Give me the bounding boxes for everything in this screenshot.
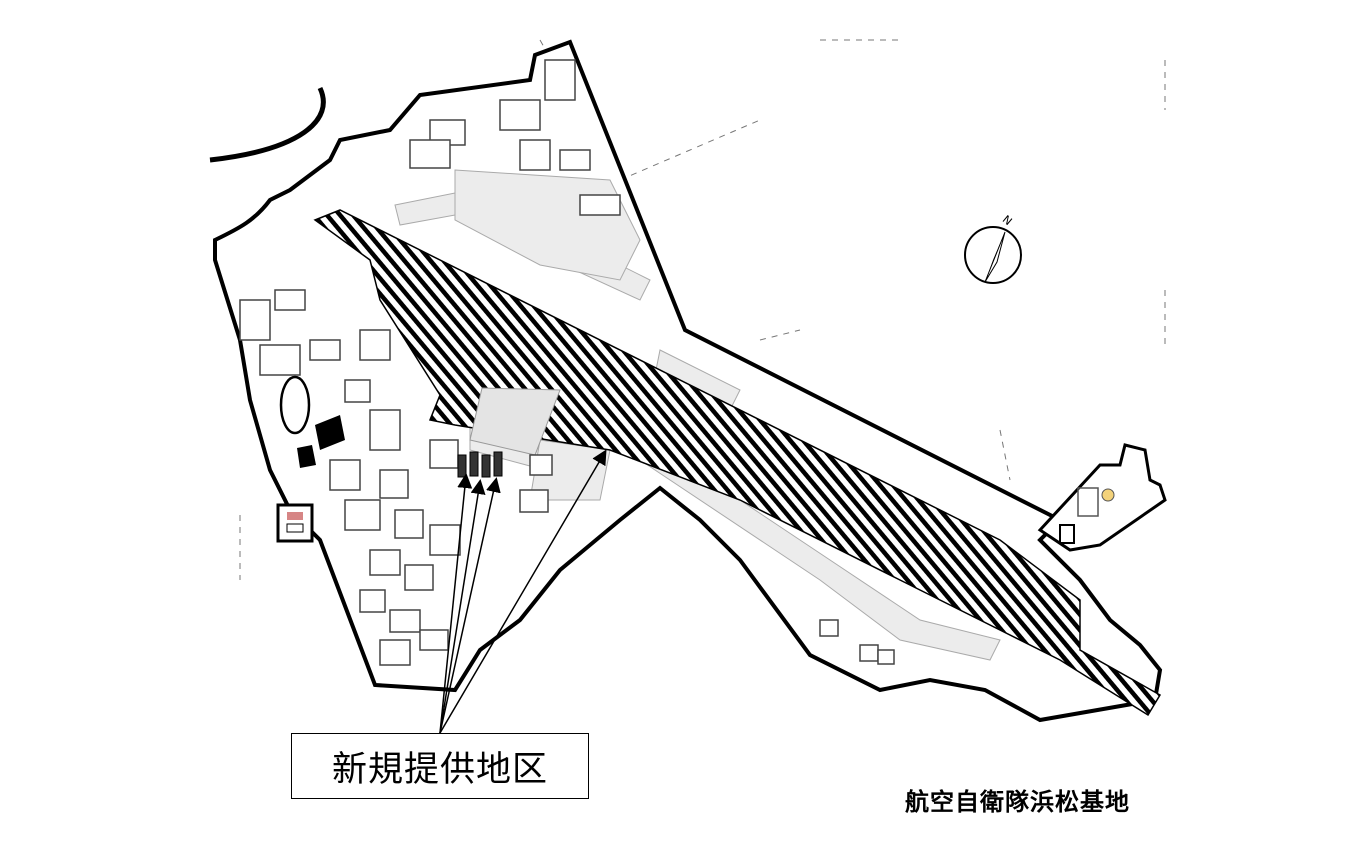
track: [279, 375, 311, 435]
callout-label-text: 新規提供地区: [331, 749, 548, 790]
base-name-label: 航空自衛隊浜松基地: [905, 788, 1130, 816]
runway: [313, 209, 1162, 717]
shoreline: [209, 86, 326, 163]
new-area-buildings: [457, 451, 503, 478]
new-provision-area-label: 新規提供地区: [291, 733, 589, 799]
west-parcel: [276, 503, 314, 543]
buildings: [239, 59, 895, 666]
callout-arrows: [439, 449, 607, 734]
compass-icon: [964, 226, 1022, 284]
